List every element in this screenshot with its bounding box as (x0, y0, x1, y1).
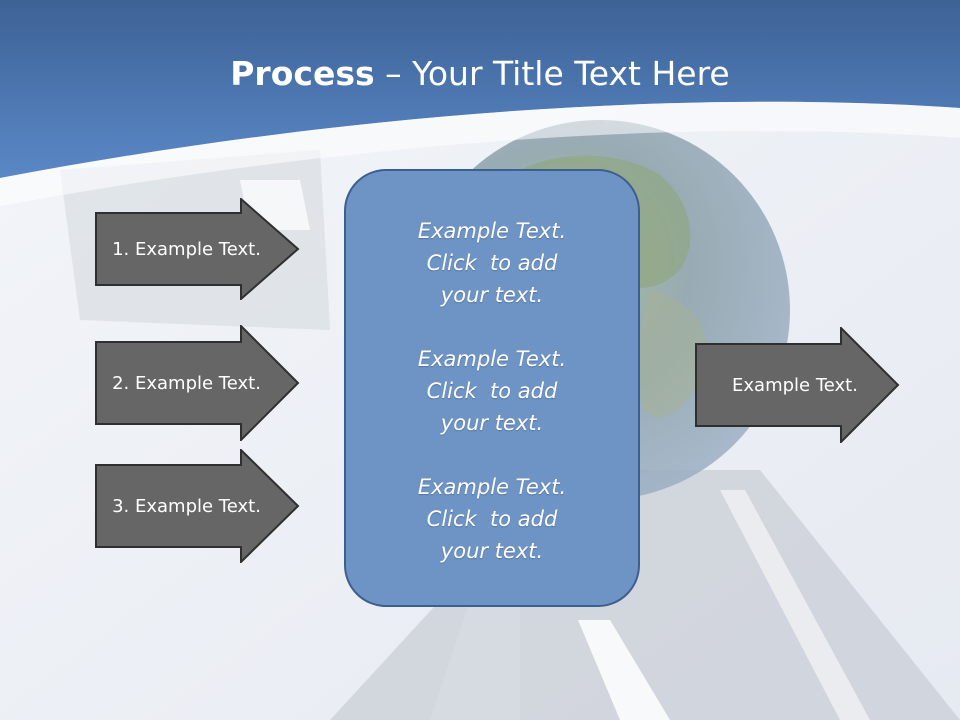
arrow-label: Example Text. (732, 374, 858, 396)
title-rest: – Your Title Text Here (374, 54, 730, 93)
page-title: Process – Your Title Text Here (0, 52, 960, 96)
box-line: your text. (440, 283, 544, 307)
arrow-shape (695, 327, 900, 443)
box-line: Click to add (426, 379, 558, 403)
box-line: Click to add (426, 507, 558, 531)
arrow-shape (95, 198, 300, 300)
box-line: Click to add (426, 251, 558, 275)
input-arrow-2[interactable]: 2. Example Text. (95, 325, 300, 441)
arrow-label: 2. Example Text. (112, 372, 261, 394)
input-arrow-3[interactable]: 3. Example Text. (95, 449, 300, 563)
box-line: Example Text. (417, 219, 567, 243)
box-line: your text. (440, 539, 544, 563)
box-text-2[interactable]: Example Text. Click to add your text. (346, 343, 638, 439)
output-arrow[interactable]: Example Text. (695, 327, 900, 443)
box-line: Example Text. (417, 347, 567, 371)
center-process-box[interactable]: Example Text. Click to add your text. Ex… (344, 169, 640, 607)
arrow-shape (95, 449, 300, 563)
arrow-shape (95, 325, 300, 441)
input-arrow-1[interactable]: 1. Example Text. (95, 198, 300, 300)
box-text-3[interactable]: Example Text. Click to add your text. (346, 471, 638, 567)
box-line: your text. (440, 411, 544, 435)
arrow-label: 1. Example Text. (112, 238, 261, 260)
box-text-1[interactable]: Example Text. Click to add your text. (346, 215, 638, 311)
box-line: Example Text. (417, 475, 567, 499)
arrow-label: 3. Example Text. (112, 495, 261, 517)
title-bold: Process (230, 54, 375, 93)
